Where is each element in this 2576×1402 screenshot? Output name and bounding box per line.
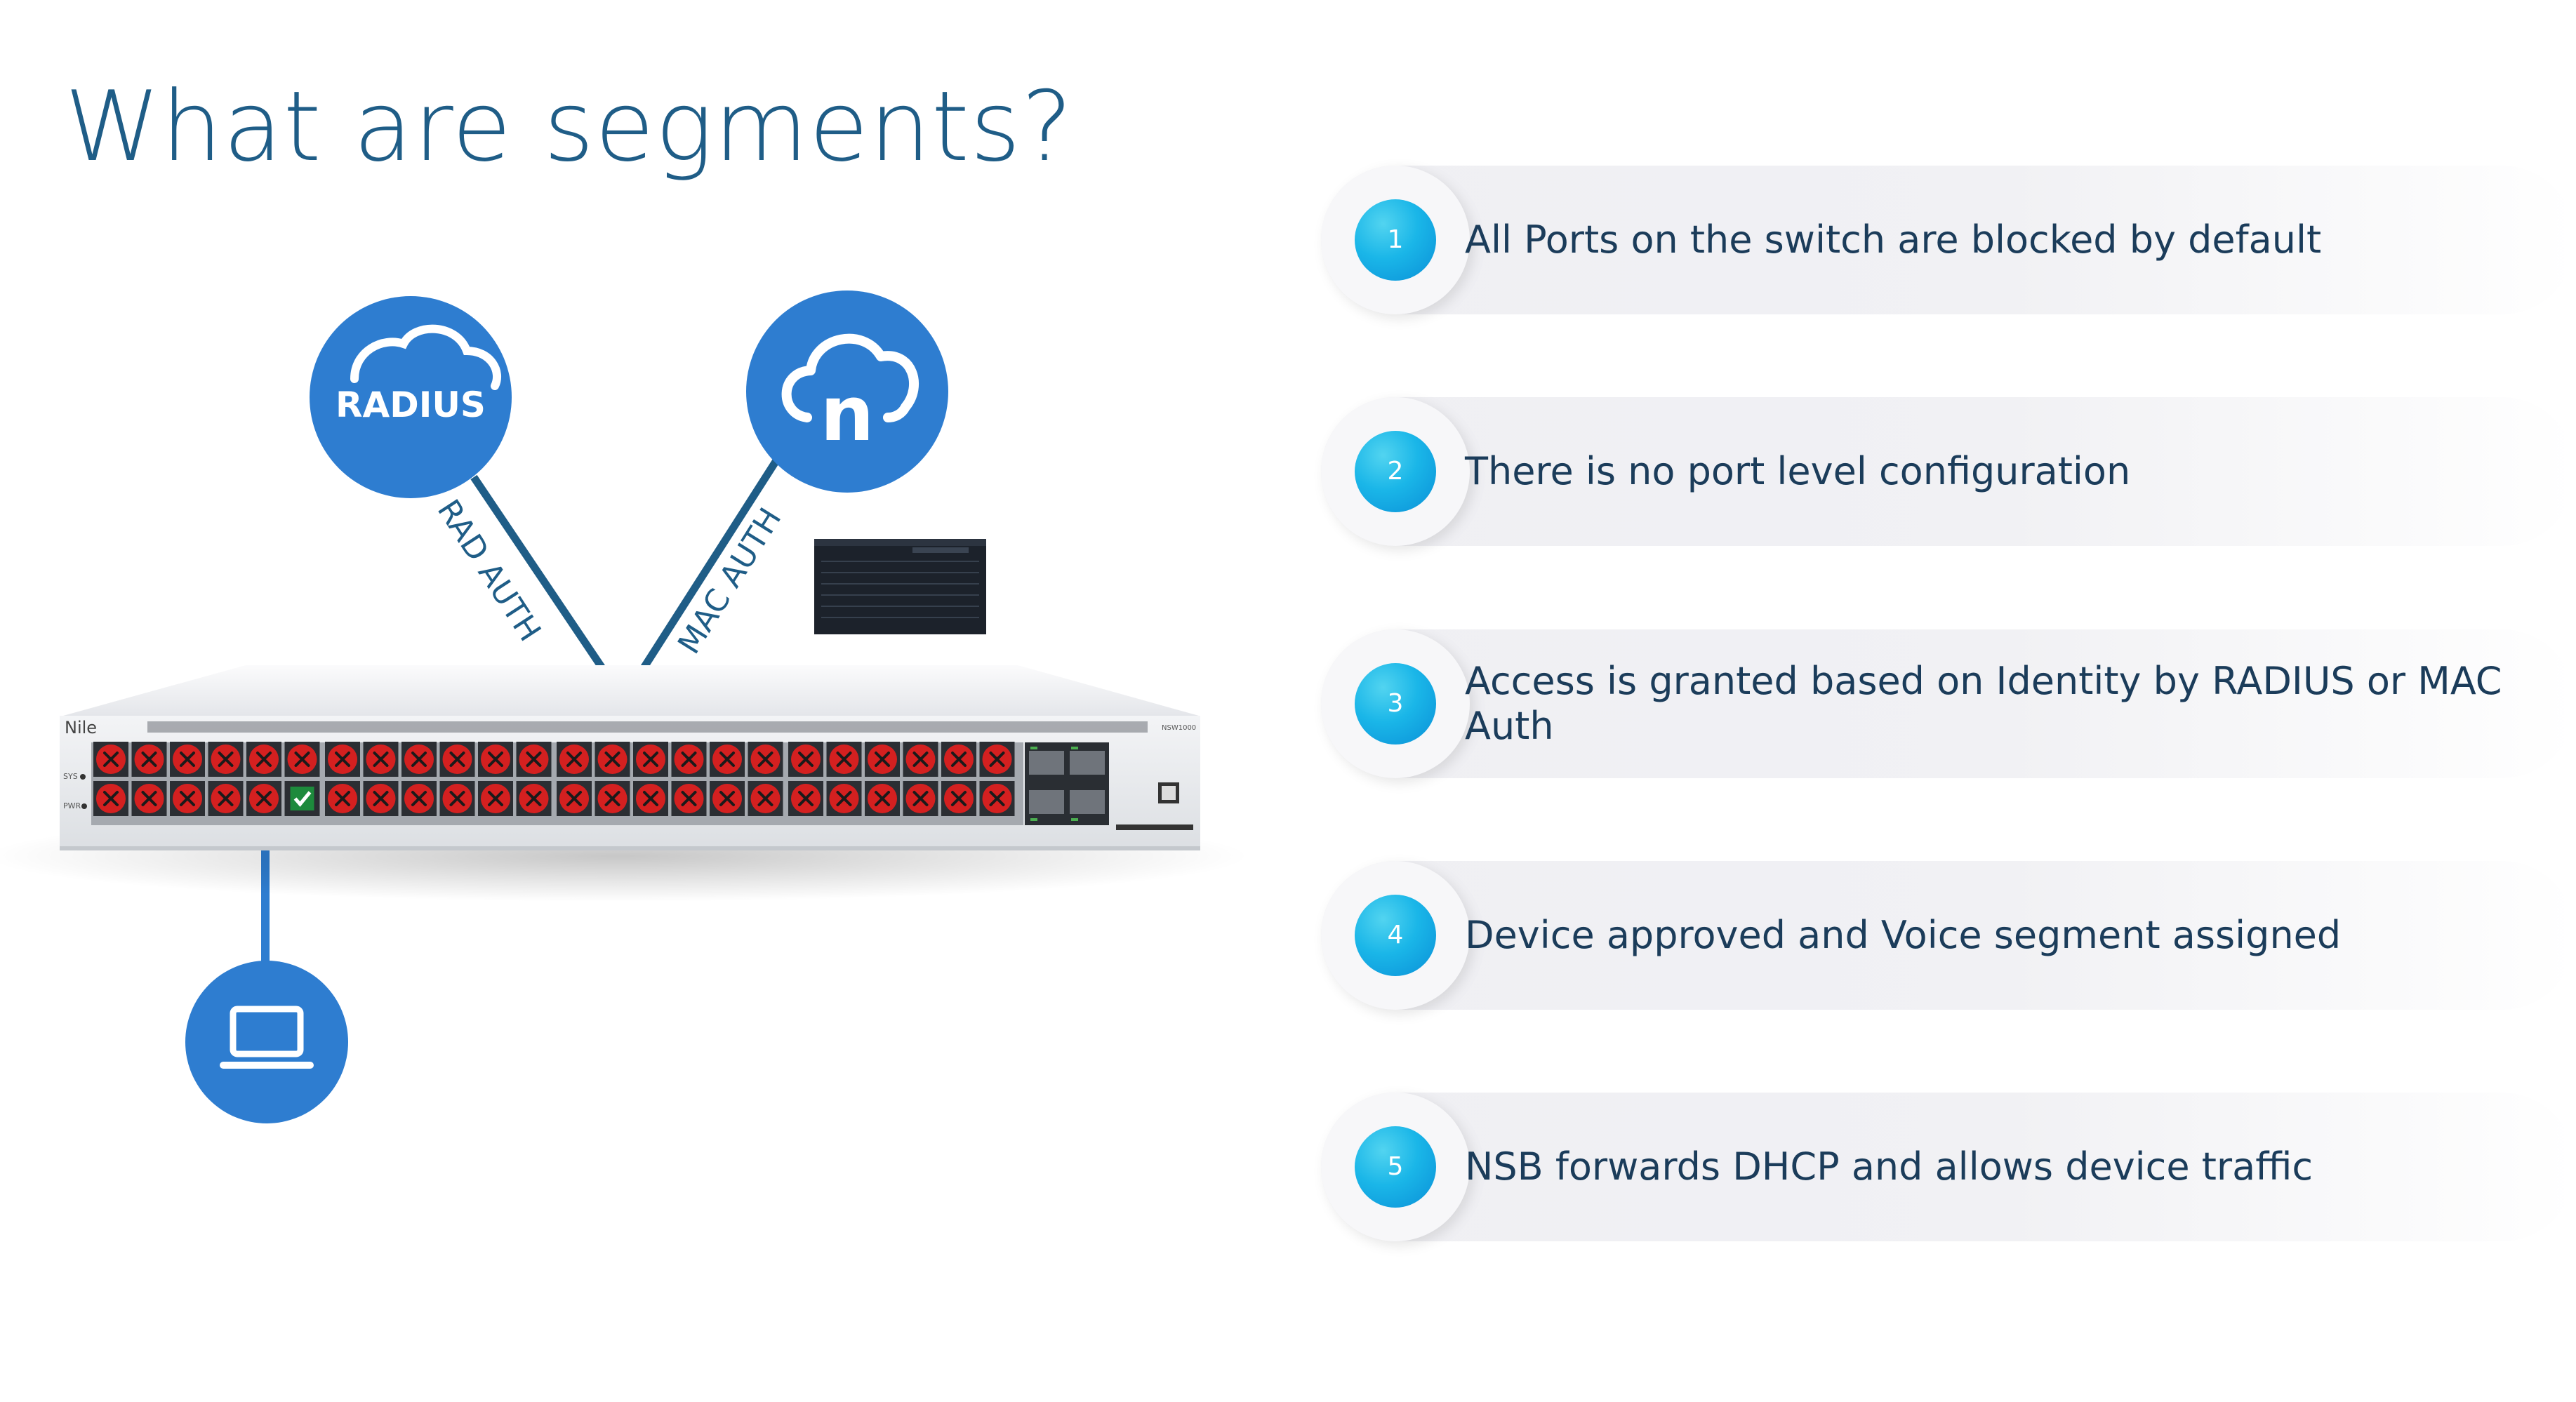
step-number-ring: 5 [1321, 1093, 1470, 1241]
step-5: 5 NSB forwards DHCP and allows device tr… [1321, 1093, 2576, 1241]
rad-auth-line [470, 474, 607, 673]
step-number: 1 [1355, 199, 1436, 281]
blocked-port-icon [788, 742, 823, 777]
blocked-port-icon [595, 742, 630, 777]
step-number: 5 [1355, 1126, 1436, 1208]
step-text: Device approved and Voice segment assign… [1465, 913, 2342, 957]
blocked-port-icon [633, 742, 668, 777]
nile-cloud-icon: n [781, 333, 919, 458]
laptop-node [185, 961, 348, 1123]
network-diagram: RADIUS n RAD AUTH MAC AUTH Nile NSW1000 … [0, 291, 1249, 1123]
blocked-port-icon [325, 742, 360, 777]
radius-label: RADIUS [336, 385, 486, 425]
blocked-port-icon [516, 781, 552, 816]
radius-cloud-icon: RADIUS [336, 324, 502, 425]
blocked-port-icon [170, 781, 205, 816]
blocked-port-icon [93, 781, 128, 816]
blocked-port-icon [826, 781, 862, 816]
blocked-port-icon [710, 742, 745, 777]
network-switch: Nile NSW1000 SYS PWR [0, 665, 1249, 902]
mac-auth-label: MAC AUTH [671, 502, 788, 660]
step-3: 3 Access is granted based on Identity by… [1321, 629, 2576, 778]
pwr-led-label: PWR [63, 801, 81, 810]
port-grid [93, 742, 1015, 816]
blocked-port-icon [208, 742, 244, 777]
blocked-port-icon [478, 781, 513, 816]
blocked-port-icon [903, 742, 938, 777]
blocked-port-icon [710, 781, 745, 816]
blocked-port-icon [557, 742, 592, 777]
cloud-glyph: n [821, 370, 875, 458]
blocked-port-icon [941, 742, 976, 777]
step-number-ring: 3 [1321, 629, 1470, 778]
step-text: All Ports on the switch are blocked by d… [1465, 218, 2322, 262]
radius-server-node: RADIUS [310, 296, 512, 498]
blocked-port-icon [941, 781, 976, 816]
step-2: 2 There is no port level configuration [1321, 397, 2576, 546]
blocked-port-icon [826, 742, 862, 777]
blocked-port-icon [478, 742, 513, 777]
blocked-port-icon [748, 742, 783, 777]
blocked-port-icon [979, 742, 1015, 777]
blocked-port-icon [979, 781, 1015, 816]
blocked-port-icon [788, 781, 823, 816]
blocked-port-icon [748, 781, 783, 816]
blocked-port-icon [401, 742, 437, 777]
rad-auth-label: RAD AUTH [430, 493, 548, 648]
blocked-port-icon [439, 781, 475, 816]
blocked-port-icon [903, 781, 938, 816]
blocked-port-icon [131, 742, 167, 777]
blocked-port-icon [131, 781, 167, 816]
approved-port-icon [284, 781, 320, 816]
blocked-port-icon [595, 781, 630, 816]
blocked-port-icon [170, 742, 205, 777]
blocked-port-icon [325, 781, 360, 816]
blocked-port-icon [671, 781, 707, 816]
step-number: 4 [1355, 895, 1436, 976]
blocked-port-icon [208, 781, 244, 816]
step-number: 3 [1355, 663, 1436, 745]
blocked-port-icon [363, 781, 399, 816]
dashboard-thumbnail [814, 539, 986, 634]
step-4: 4 Device approved and Voice segment assi… [1321, 861, 2576, 1010]
switch-model: NSW1000 [1162, 724, 1196, 732]
blocked-port-icon [93, 742, 128, 777]
step-number: 2 [1355, 431, 1436, 512]
blocked-port-icon [363, 742, 399, 777]
blocked-port-icon [516, 742, 552, 777]
laptop-icon [220, 1006, 314, 1069]
blocked-port-icon [246, 742, 281, 777]
blocked-port-icon [401, 781, 437, 816]
step-number-ring: 2 [1321, 397, 1470, 546]
blocked-port-icon [633, 781, 668, 816]
blocked-port-icon [284, 742, 320, 777]
step-text: NSB forwards DHCP and allows device traf… [1465, 1144, 2313, 1189]
blocked-port-icon [557, 781, 592, 816]
blocked-port-icon [865, 781, 900, 816]
step-text: There is no port level configuration [1465, 449, 2131, 493]
page-title: What are segments? [65, 70, 1074, 183]
step-number-ring: 4 [1321, 861, 1470, 1010]
nile-cloud-node: n [746, 291, 948, 493]
blocked-port-icon [865, 742, 900, 777]
blocked-port-icon [671, 742, 707, 777]
sys-led-label: SYS [63, 772, 78, 781]
blocked-port-icon [439, 742, 475, 777]
step-1: 1 All Ports on the switch are blocked by… [1321, 166, 2576, 314]
blocked-port-icon [246, 781, 281, 816]
switch-brand: Nile [65, 718, 97, 737]
step-number-ring: 1 [1321, 166, 1470, 314]
mac-auth-line [639, 454, 783, 672]
step-text: Access is granted based on Identity by R… [1465, 659, 2502, 748]
